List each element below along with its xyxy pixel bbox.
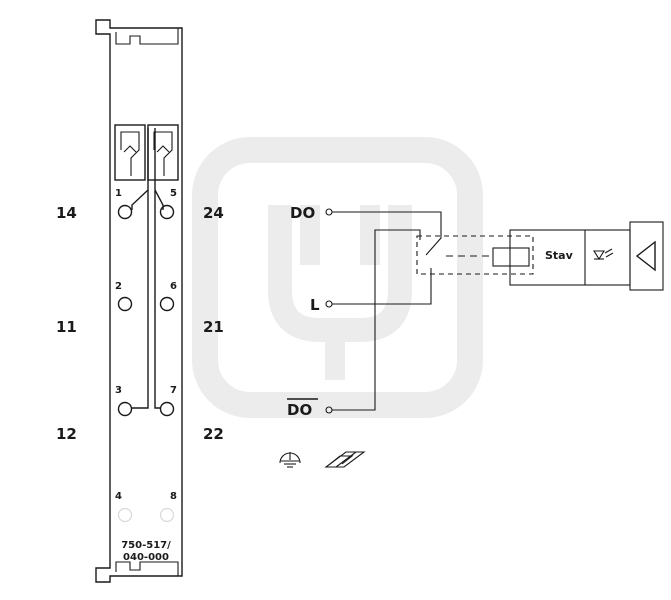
pin-label: 5 (170, 188, 177, 199)
terminal-label: 14 (56, 204, 77, 222)
do-label: DO (290, 204, 315, 222)
triangle-icon (635, 240, 656, 272)
contact-traces (131, 128, 164, 409)
terminal-label: 21 (203, 318, 224, 336)
pin-label: 4 (115, 491, 122, 502)
part-number: 040-000 (123, 552, 169, 563)
terminal-label: 22 (203, 425, 224, 443)
status-label: Stav (545, 249, 574, 262)
contact-8 (159, 507, 175, 523)
terminal-label: 24 (203, 204, 224, 222)
contact-5 (159, 204, 175, 220)
relay-circuit: DO L DO Stav (287, 204, 664, 419)
part-number: 750-517/ (121, 540, 171, 551)
pin-label: 2 (115, 281, 122, 292)
contact-1 (117, 204, 133, 220)
led-icon (593, 248, 614, 261)
pin-label: 8 (170, 491, 177, 502)
relay-coil (492, 247, 530, 267)
contact-7 (159, 401, 175, 417)
watermark-logo (192, 137, 483, 418)
terminal-label: 11 (56, 318, 77, 336)
din-rail-icon (324, 451, 366, 468)
l-label: L (310, 296, 320, 314)
pin-label: 6 (170, 281, 177, 292)
connector-block (114, 124, 179, 181)
contact-6 (159, 296, 175, 312)
contact-3 (117, 401, 133, 417)
ground-icon (279, 452, 301, 468)
pin-label: 7 (170, 385, 177, 396)
contacts (117, 204, 175, 523)
contact-4 (117, 507, 133, 523)
pin-label: 3 (115, 385, 122, 396)
terminal-label: 12 (56, 425, 77, 443)
pin-label: 1 (115, 188, 122, 199)
contact-2 (117, 296, 133, 312)
io-module: 1 5 2 6 3 7 4 8 750-517/ 040-000 (95, 19, 183, 583)
do-bar-label: DO (287, 401, 312, 419)
